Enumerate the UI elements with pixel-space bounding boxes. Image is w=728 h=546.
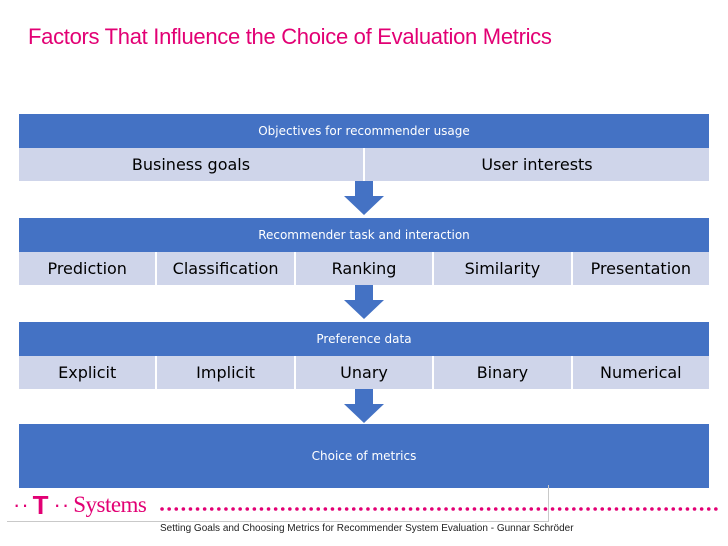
down-arrow-icon	[344, 181, 384, 215]
band-header-task: Recommender task and interaction	[19, 218, 709, 252]
result-label: Choice of metrics	[311, 449, 417, 463]
footer-frame	[7, 485, 549, 522]
brand-dotted-line	[160, 507, 720, 511]
cell-numerical: Numerical	[572, 356, 710, 389]
footer-text: Setting Goals and Choosing Metrics for R…	[160, 523, 574, 534]
t-systems-logo-icon: ·· T ·· Systems	[10, 489, 147, 520]
logo-dots-left: ··	[13, 492, 30, 517]
cell-implicit: Implicit	[157, 356, 294, 389]
cell-unary: Unary	[295, 356, 433, 389]
band-header-label: Recommender task and interaction	[258, 228, 470, 242]
cell-classification: Classification	[157, 252, 294, 285]
cell-prediction: Prediction	[19, 252, 156, 285]
band-row-preference: Explicit Implicit Unary Binary Numerical	[19, 356, 710, 389]
cell-presentation: Presentation	[572, 252, 710, 285]
down-arrow-icon	[344, 285, 384, 319]
down-arrow-icon	[344, 389, 384, 423]
result-box: Choice of metrics	[19, 424, 709, 488]
logo-letter: T	[32, 489, 49, 520]
band-header-label: Objectives for recommender usage	[258, 124, 470, 138]
logo-word: Systems	[73, 492, 147, 517]
band-header-preference: Preference data	[19, 322, 709, 356]
cell-explicit: Explicit	[19, 356, 156, 389]
slide-title: Factors That Influence the Choice of Eva…	[28, 24, 552, 49]
logo-dots-mid: ··	[53, 492, 71, 517]
band-row-task: Prediction Classification Ranking Simila…	[19, 252, 710, 285]
band-header-objectives: Objectives for recommender usage	[19, 114, 709, 148]
cell-business-goals: Business goals	[19, 148, 363, 181]
cell-binary: Binary	[434, 356, 571, 389]
band-header-label: Preference data	[316, 332, 412, 346]
band-row-objectives: Business goals User interests	[19, 148, 709, 181]
cell-user-interests: User interests	[365, 148, 709, 181]
cell-ranking: Ranking	[295, 252, 433, 285]
cell-similarity: Similarity	[434, 252, 571, 285]
